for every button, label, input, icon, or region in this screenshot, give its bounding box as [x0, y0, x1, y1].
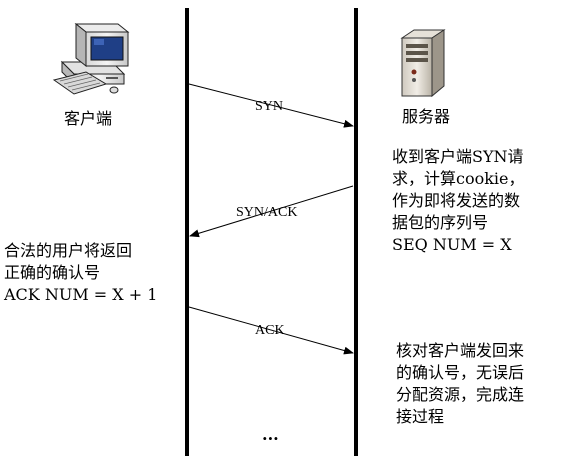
note-line: 分配资源，完成连 [396, 385, 525, 404]
syn-message-label: SYN [255, 99, 284, 114]
client-ack-note: 合法的用户将返回 正确的确认号 ACK NUM = X + 1 [4, 240, 157, 306]
syn-arrow [188, 83, 354, 128]
note-line: 收到客户端SYN请 [392, 147, 524, 166]
note-line: 作为即将发送的数 [392, 191, 521, 210]
note-line: 合法的用户将返回 [4, 241, 133, 260]
note-line: 求，计算cookie， [392, 169, 525, 188]
note-line: 接过程 [396, 407, 445, 426]
syn-ack-message-label: SYN/ACK [236, 205, 298, 220]
server-syn-note: 收到客户端SYN请 求，计算cookie， 作为即将发送的数 据包的序列号 SE… [392, 146, 525, 256]
server-verify-note: 核对客户端发回来 的确认号，无误后 分配资源，完成连 接过程 [396, 340, 524, 428]
continuation-ellipsis: ... [262, 425, 279, 444]
note-line: ACK NUM = X + 1 [4, 285, 158, 304]
client-label: 客户端 [64, 109, 113, 128]
note-line: 据包的序列号 [392, 213, 489, 232]
server-label: 服务器 [402, 107, 451, 126]
ack-arrow [188, 306, 354, 355]
ack-message-label: ACK [255, 323, 285, 338]
note-line: 核对客户端发回来 [396, 341, 525, 360]
desktop-computer-icon [52, 22, 130, 95]
server-tower-icon [400, 29, 446, 98]
syn-ack-arrow [189, 185, 354, 238]
note-line: SEQ NUM = X [392, 235, 512, 254]
note-line: 的确认号，无误后 [396, 363, 525, 382]
note-line: 正确的确认号 [4, 263, 101, 282]
